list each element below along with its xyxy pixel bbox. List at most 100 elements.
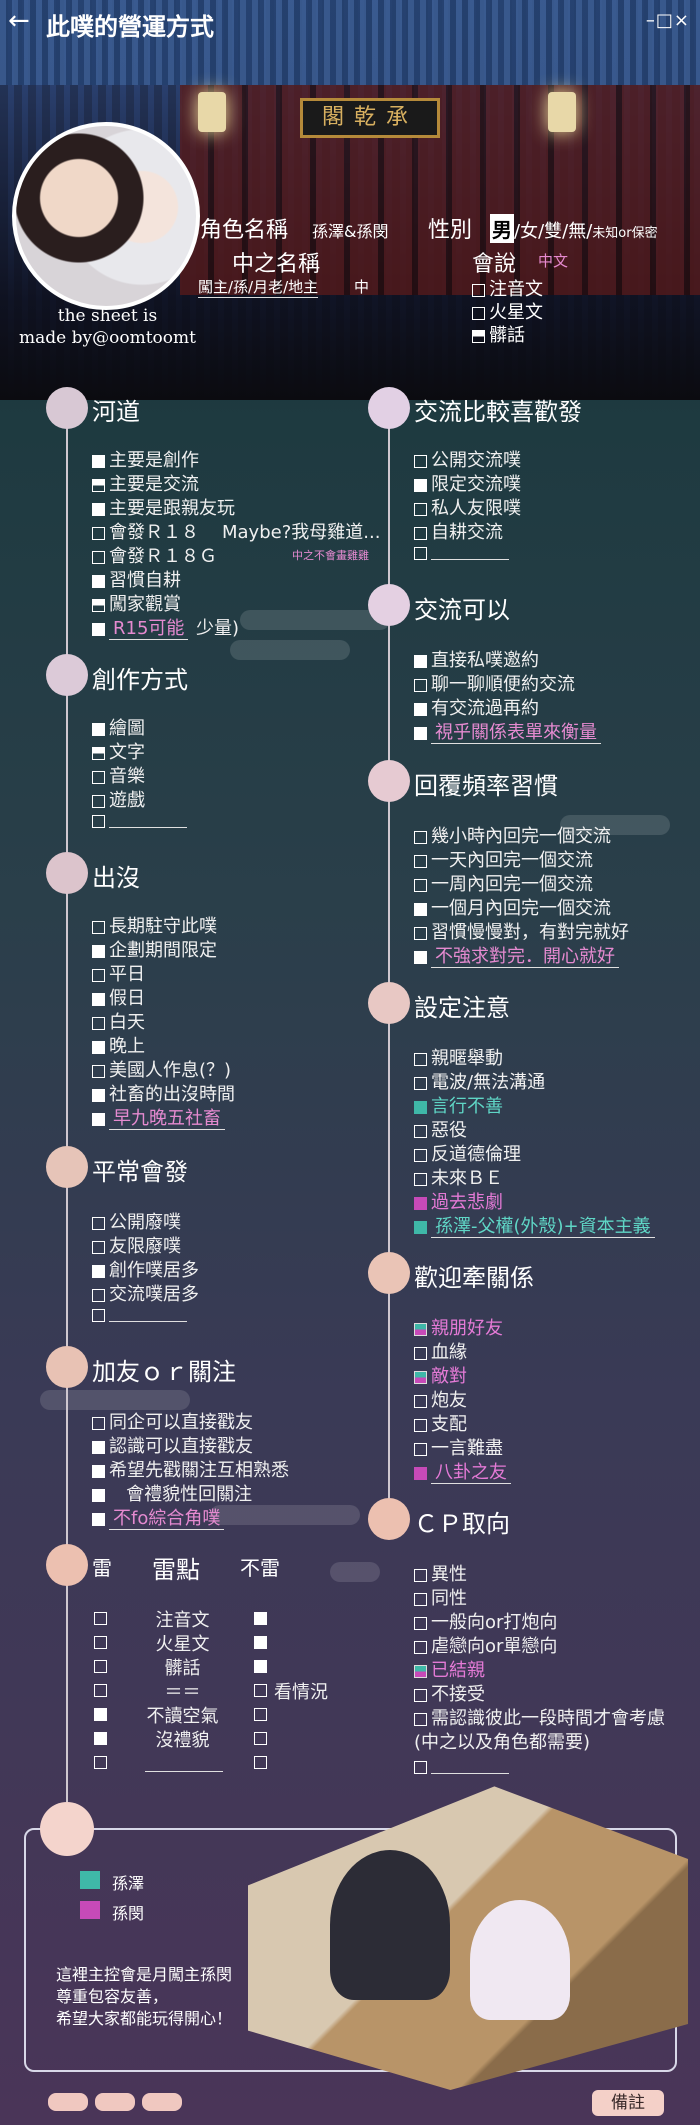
appear-item[interactable]: 長期駐守此噗 — [92, 912, 217, 938]
mine-cb-left[interactable] — [94, 1684, 107, 1697]
setting-item[interactable]: 未來ＢＥ — [414, 1164, 503, 1190]
river-item[interactable]: 闖家觀賞 — [92, 590, 181, 616]
appear-item[interactable]: 美國人作息(？) — [92, 1056, 231, 1082]
footer-tab-button[interactable] — [142, 2093, 182, 2111]
setting-item[interactable]: 過去悲劇 — [414, 1188, 503, 1214]
exok-item[interactable]: 視乎關係表單來衡量 — [414, 718, 601, 744]
welcome-item[interactable]: 炮友 — [414, 1386, 467, 1412]
usual-item[interactable]: 公開廢噗 — [92, 1208, 181, 1234]
mine-cb-right[interactable] — [254, 1660, 267, 1673]
mine-cb-right[interactable] — [254, 1708, 267, 1721]
friend-item[interactable]: 不fo綜合角噗 — [92, 1504, 225, 1530]
appear-item[interactable]: 白天 — [92, 1008, 145, 1034]
mine-cb-right[interactable] — [254, 1684, 267, 1697]
exok-item[interactable]: 直接私噗邀約 — [414, 646, 539, 672]
friend-item[interactable]: 同企可以直接戳友 — [92, 1408, 253, 1434]
usual-item[interactable]: 創作噗居多 — [92, 1256, 199, 1282]
window-controls-icon[interactable]: –□× — [645, 10, 690, 31]
river-item[interactable]: 習慣自耕 — [92, 566, 181, 592]
back-arrow-icon[interactable]: ← — [8, 6, 30, 36]
reply-item[interactable]: 一天內回完一個交流 — [414, 846, 593, 872]
cp-item-blank[interactable] — [414, 1756, 509, 1777]
speak-opt[interactable]: 髒話 — [472, 321, 525, 347]
mine-cb-left[interactable] — [94, 1636, 107, 1649]
reply-item[interactable]: 幾小時內回完一個交流 — [414, 822, 611, 848]
mine-cb-right[interactable] — [254, 1612, 267, 1625]
speak-opt[interactable]: 火星文 — [472, 298, 543, 324]
setting-item[interactable]: 惡役 — [414, 1116, 467, 1142]
setting-item[interactable]: 親暱舉動 — [414, 1044, 503, 1070]
welcome-item[interactable]: 一言難盡 — [414, 1434, 503, 1460]
cp-item[interactable]: 需認識彼此一段時間才會考慮 — [414, 1704, 665, 1730]
mine-cb-left[interactable] — [94, 1612, 107, 1625]
exok-item[interactable]: 有交流過再約 — [414, 694, 539, 720]
appear-item[interactable]: 晚上 — [92, 1032, 145, 1058]
river-item[interactable]: 主要是交流 — [92, 470, 199, 496]
setting-item[interactable]: 孫澤-父權(外殼)+資本主義 — [414, 1212, 655, 1238]
river-item[interactable]: 會發Ｒ１８ — [92, 518, 199, 544]
setting-item[interactable]: 言行不善 — [414, 1092, 503, 1118]
welcome-item[interactable]: 血緣 — [414, 1338, 467, 1364]
create-item[interactable]: 音樂 — [92, 762, 145, 788]
reply-item[interactable]: 不強求對完．開心就好 — [414, 942, 619, 968]
friend-item[interactable]: 希望先戳關注互相熟悉 — [92, 1456, 289, 1482]
cp-item[interactable]: 虐戀向or單戀向 — [414, 1632, 557, 1658]
create-item[interactable]: 遊戲 — [92, 786, 145, 812]
exchange-item[interactable]: 公開交流噗 — [414, 446, 521, 472]
appear-item[interactable]: 企劃期間限定 — [92, 936, 217, 962]
appear-item[interactable]: 假日 — [92, 984, 145, 1010]
footer-message: 這裡主控會是月闖主孫閔 尊重包容友善， 希望大家都能玩得開心！ — [56, 1965, 233, 2028]
mine-cb-left[interactable] — [94, 1732, 107, 1745]
appear-item[interactable]: 平日 — [92, 960, 145, 986]
speak-opt[interactable]: 注音文 — [472, 275, 543, 301]
exchange-item[interactable]: 限定交流噗 — [414, 470, 521, 496]
mine-cb-left[interactable] — [94, 1708, 107, 1721]
mine-cb-right[interactable] — [254, 1756, 267, 1769]
cp-item[interactable]: 不接受 — [414, 1680, 485, 1706]
reply-item[interactable]: 一周內回完一個交流 — [414, 870, 593, 896]
mine-cb-right[interactable] — [254, 1732, 267, 1745]
appear-item[interactable]: 早九晚五社畜 — [92, 1104, 225, 1130]
exchange-item[interactable]: 私人友限噗 — [414, 494, 521, 520]
usual-item[interactable]: 友限廢噗 — [92, 1232, 181, 1258]
river-r15-suffix: 少量) — [196, 618, 240, 639]
cp-item[interactable]: 異性 — [414, 1560, 467, 1586]
river-item[interactable]: 會發Ｒ１８Ｇ — [92, 542, 217, 568]
exchange-item-blank[interactable] — [414, 542, 509, 563]
reply-item[interactable]: 習慣慢慢對，有對完就好 — [414, 918, 629, 944]
appear-item[interactable]: 社畜的出沒時間 — [92, 1080, 235, 1106]
usual-item-blank[interactable] — [92, 1304, 187, 1325]
usual-item[interactable]: 交流噗居多 — [92, 1280, 199, 1306]
welcome-item[interactable]: 親朋好友 — [414, 1314, 503, 1340]
reply-item[interactable]: 一個月內回完一個交流 — [414, 894, 611, 920]
node-setting — [368, 982, 410, 1024]
exok-item[interactable]: 聊一聊順便約交流 — [414, 670, 575, 696]
mine-cb-left[interactable] — [94, 1660, 107, 1673]
create-item-blank[interactable] — [92, 810, 187, 831]
mine-cb-left[interactable] — [94, 1756, 107, 1769]
river-item[interactable]: 主要是跟親友玩 — [92, 494, 235, 520]
friend-item[interactable]: 會禮貌性回關注 — [92, 1480, 252, 1506]
cp-item[interactable]: 已結親 — [414, 1656, 485, 1682]
remark-button[interactable]: 備註 — [592, 2090, 664, 2116]
cp-item[interactable]: 同性 — [414, 1584, 467, 1610]
footer-tab-button[interactable] — [95, 2093, 135, 2111]
welcome-item[interactable]: 敵對 — [414, 1362, 467, 1388]
welcome-item[interactable]: 支配 — [414, 1410, 467, 1436]
exchange-item[interactable]: 自耕交流 — [414, 518, 503, 544]
cp-item[interactable]: 一般向or打炮向 — [414, 1608, 557, 1634]
footer-tab-button[interactable] — [48, 2093, 88, 2111]
setting-item[interactable]: 電波/無法溝通 — [414, 1068, 545, 1094]
river-item[interactable]: R15可能 — [92, 614, 189, 640]
gender-selected[interactable]: 男 — [490, 214, 514, 243]
setting-item[interactable]: 反道德倫理 — [414, 1140, 521, 1166]
welcome-item[interactable]: 八卦之友 — [414, 1458, 511, 1484]
mine-row-label: 沒禮貌 — [155, 1730, 210, 1751]
create-item[interactable]: 文字 — [92, 738, 145, 764]
friend-item[interactable]: 認識可以直接戳友 — [92, 1432, 253, 1458]
mine-row-label: 注音文 — [155, 1610, 210, 1631]
mine-cb-right[interactable] — [254, 1636, 267, 1649]
create-item[interactable]: 繪圖 — [92, 714, 145, 740]
river-item[interactable]: 主要是創作 — [92, 446, 199, 472]
mine-row-blank[interactable] — [145, 1758, 223, 1772]
